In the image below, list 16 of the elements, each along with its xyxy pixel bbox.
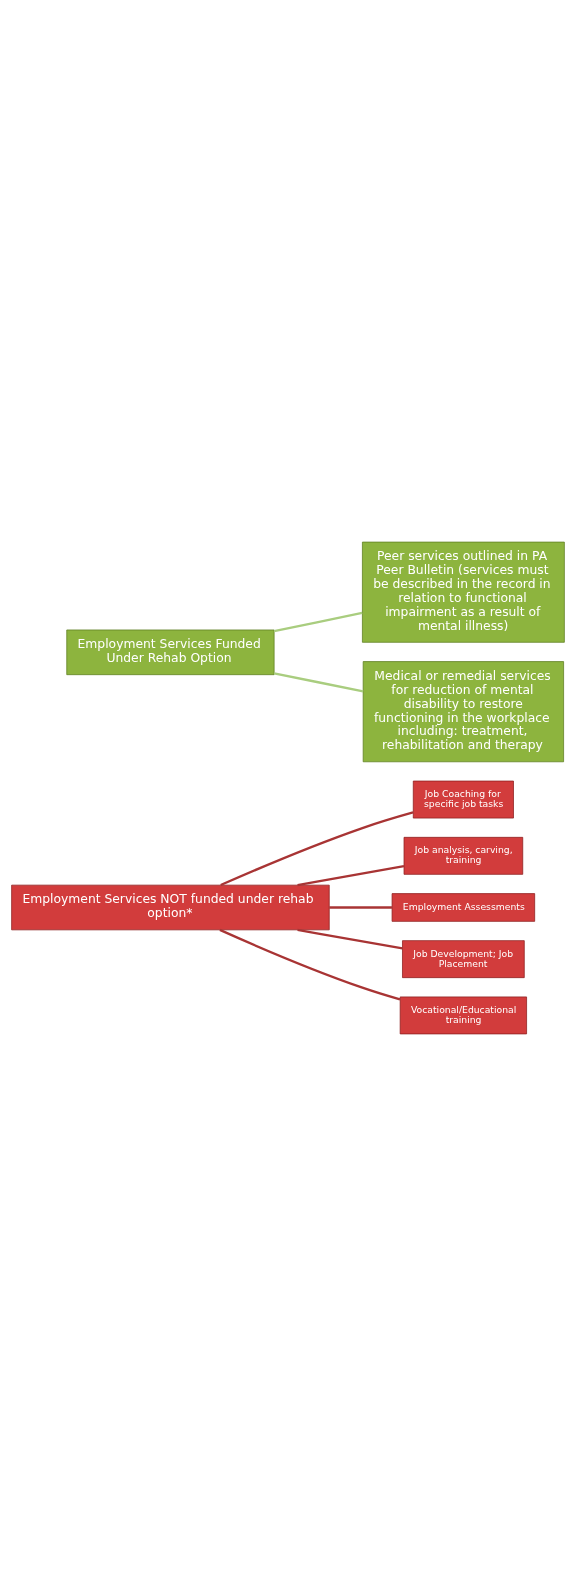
- connector: [297, 928, 403, 950]
- node-box: Employment Services NOT funded under rehab option*: [11, 884, 330, 931]
- connector: [273, 611, 363, 633]
- connector: [297, 865, 405, 887]
- node-box: Job analysis, carving, training: [403, 836, 524, 875]
- node-box: Employment Assessments: [391, 893, 536, 922]
- connector: [219, 928, 401, 1001]
- node-box: Vocational/Educational training: [399, 996, 527, 1035]
- connector: [273, 672, 364, 693]
- node-box: Job Coaching for specific job tasks: [412, 780, 514, 819]
- node-box: Job Development; Job Placement: [402, 940, 525, 979]
- node-box: Peer services outlined in PA Peer Bulletin (services must be described in the record in relation to functional impairment as a result of mental illness): [362, 541, 565, 643]
- node-box: Medical or remedial services for reduction of mental disability to restore functioning in the workplace including: treatment, rehabilitation and therapy: [362, 661, 564, 763]
- node-box: Employment Services Funded Under Rehab Option: [66, 629, 275, 676]
- connector: [220, 811, 414, 887]
- connector: [329, 906, 392, 909]
